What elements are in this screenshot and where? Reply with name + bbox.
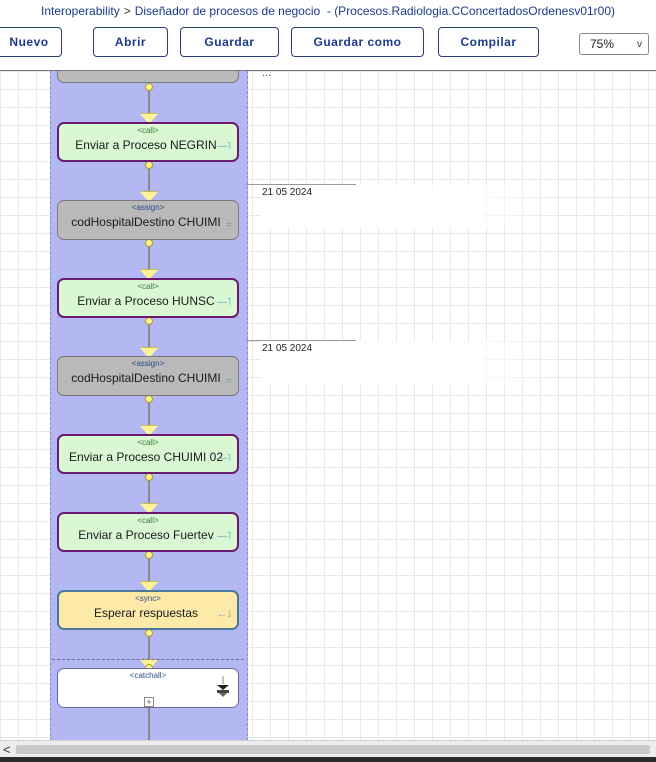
call-return-icon: —˥ (217, 531, 231, 542)
diagram-canvas[interactable]: ... <call> Enviar a Proceso NEGRIN —˥ <a… (0, 71, 656, 740)
activity-sync[interactable]: <sync> Esperar respuestas ←˩ (57, 590, 239, 630)
connector (148, 396, 150, 434)
save-button[interactable]: Guardar (180, 27, 279, 57)
output-port[interactable] (145, 551, 153, 559)
output-port[interactable] (145, 395, 153, 403)
output-port[interactable] (145, 161, 153, 169)
bottom-edge (0, 757, 656, 762)
horizontal-scrollbar[interactable]: < (0, 740, 656, 758)
input-port[interactable] (140, 503, 158, 514)
output-port[interactable] (145, 239, 153, 247)
scrollbar-thumb[interactable] (16, 745, 650, 754)
input-port[interactable] (140, 113, 158, 124)
input-port[interactable] (140, 191, 158, 202)
sync-return-icon: ←˩ (217, 609, 231, 620)
call-return-icon: —˥ (217, 141, 231, 152)
activity-type: <sync> (135, 594, 161, 603)
process-name: - (Procesos.Radiologia.CConcertadosOrden… (326, 4, 615, 18)
activity-name: Enviar a Proceso HUNSC (77, 294, 215, 308)
scroll-left-icon[interactable]: < (3, 742, 11, 757)
breadcrumb-separator: > (123, 4, 131, 18)
annotation-rule (260, 340, 356, 341)
connector (148, 708, 150, 740)
activity-name: codHospitalDestino CHUIMI (71, 215, 221, 229)
activity-assign-chuimi-2[interactable]: <assign> codHospitalDestino CHUIMI = (57, 356, 239, 396)
call-return-icon: —˥ (217, 297, 231, 308)
compile-button[interactable]: Compilar (438, 27, 539, 57)
expand-icon[interactable]: + (144, 697, 154, 707)
output-port[interactable] (145, 629, 153, 637)
activity-type: <call> (137, 438, 159, 447)
connector (148, 630, 150, 668)
activity-partial[interactable] (57, 71, 239, 83)
input-port[interactable] (140, 581, 158, 592)
activity-name: Enviar a Proceso CHUIMI 02 (68, 450, 224, 464)
activity-name: Esperar respuestas (93, 606, 199, 620)
activity-type: <call> (137, 126, 159, 135)
activity-call-fuertev[interactable]: <call> Enviar a Proceso Fuertev —˥ (57, 512, 239, 552)
assign-equals-icon: = (226, 220, 232, 231)
page-title: Diseñador de procesos de negocio (134, 4, 321, 18)
annotation-background (260, 185, 560, 229)
activity-type: <catchall> (129, 671, 167, 680)
connector (148, 474, 150, 512)
annotation-date: 21 05 2024 (262, 343, 313, 354)
connector (148, 162, 150, 200)
activity-name: Enviar a Proceso Fuertev (78, 528, 214, 542)
zoom-value: 75% (590, 37, 615, 51)
connector (148, 83, 150, 123)
annotation-rule (260, 184, 356, 185)
activity-type: <assign> (131, 203, 165, 212)
new-button[interactable]: Nuevo (0, 27, 62, 57)
connector (148, 318, 150, 356)
open-button[interactable]: Abrir (93, 27, 168, 57)
catch-icon (217, 676, 229, 697)
save-as-button[interactable]: Guardar como (291, 27, 424, 57)
activity-assign-chuimi-1[interactable]: <assign> codHospitalDestino CHUIMI = (57, 200, 239, 240)
annotation-background (260, 341, 560, 385)
activity-name: Enviar a Proceso NEGRIN (75, 138, 217, 152)
designer-header: Interoperability>Diseñador de procesos d… (0, 0, 656, 71)
activity-call-chuimi[interactable]: <call> Enviar a Proceso CHUIMI 02 —˥ (57, 434, 239, 474)
breadcrumb: Interoperability>Diseñador de procesos d… (0, 4, 656, 18)
activity-type: <call> (137, 516, 159, 525)
breadcrumb-interoperability[interactable]: Interoperability (40, 4, 120, 18)
input-port[interactable] (140, 425, 158, 436)
connector (148, 552, 150, 590)
output-port[interactable] (145, 473, 153, 481)
activity-catchall[interactable]: <catchall> + (57, 668, 239, 708)
output-port[interactable] (145, 317, 153, 325)
output-port[interactable] (145, 83, 153, 91)
zoom-select[interactable]: 75% v (579, 33, 649, 55)
call-return-icon: —˥ (217, 453, 231, 464)
activity-type: <assign> (131, 359, 165, 368)
activity-name: codHospitalDestino CHUIMI (71, 371, 221, 385)
connector (148, 240, 150, 278)
chevron-down-icon: v (637, 38, 642, 50)
assign-equals-icon: = (226, 376, 232, 387)
activity-type: <call> (137, 282, 159, 291)
activity-call-negrin[interactable]: <call> Enviar a Proceso NEGRIN —˥ (57, 122, 239, 162)
input-port[interactable] (140, 269, 158, 280)
activity-call-hunsc[interactable]: <call> Enviar a Proceso HUNSC —˥ (57, 278, 239, 318)
annotation-ellipsis: ... (262, 71, 272, 79)
annotation-date: 21 05 2024 (262, 187, 313, 198)
scope-separator (52, 659, 244, 660)
input-port[interactable] (140, 347, 158, 358)
